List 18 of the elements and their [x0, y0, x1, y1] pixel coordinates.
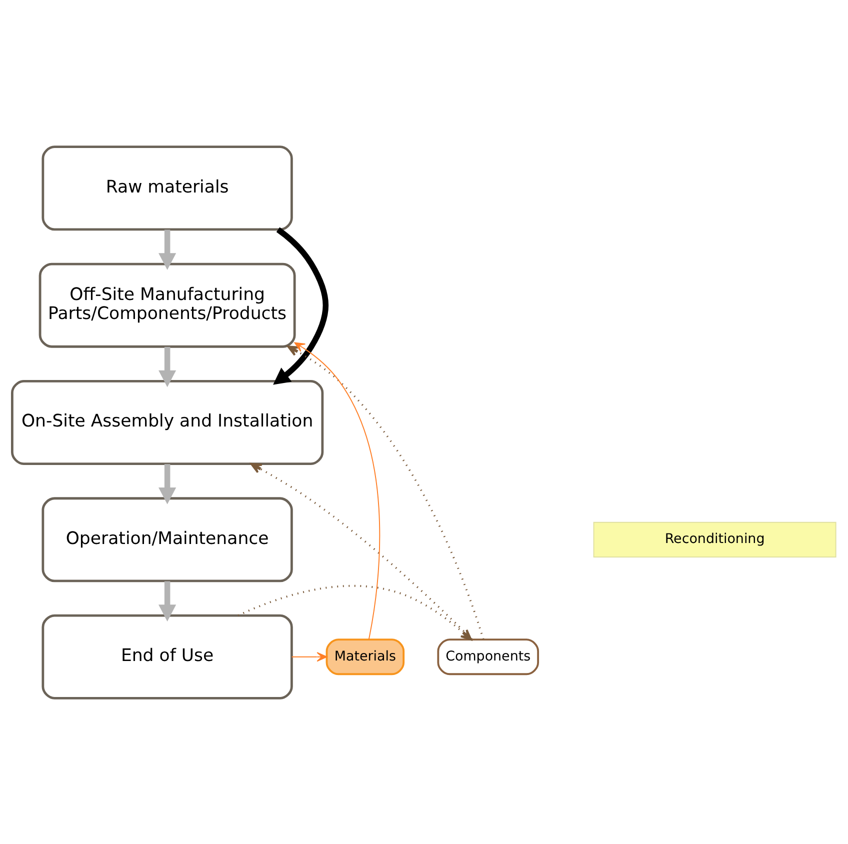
arrow: [287, 345, 484, 640]
node-box: Off-Site Manufacturing Parts/Components/Products: [38, 262, 296, 348]
arrow: [250, 462, 473, 640]
arrow: [291, 652, 328, 662]
node-box: Raw materials: [42, 145, 293, 230]
arrow: [238, 584, 472, 640]
arrow: [158, 464, 176, 504]
arrow: [158, 580, 176, 621]
arrow: [294, 342, 380, 640]
node-box: On-Site Assembly and Installation: [11, 380, 324, 464]
arrow: [158, 229, 176, 270]
node-box: Reconditioning: [593, 521, 836, 557]
arrow: [158, 346, 176, 387]
node-box: Materials: [326, 638, 405, 675]
node-box: End of Use: [42, 614, 293, 699]
arrow: [273, 226, 329, 384]
node-box: Operation/Maintenance: [42, 496, 293, 582]
node-box: Components: [437, 638, 540, 675]
